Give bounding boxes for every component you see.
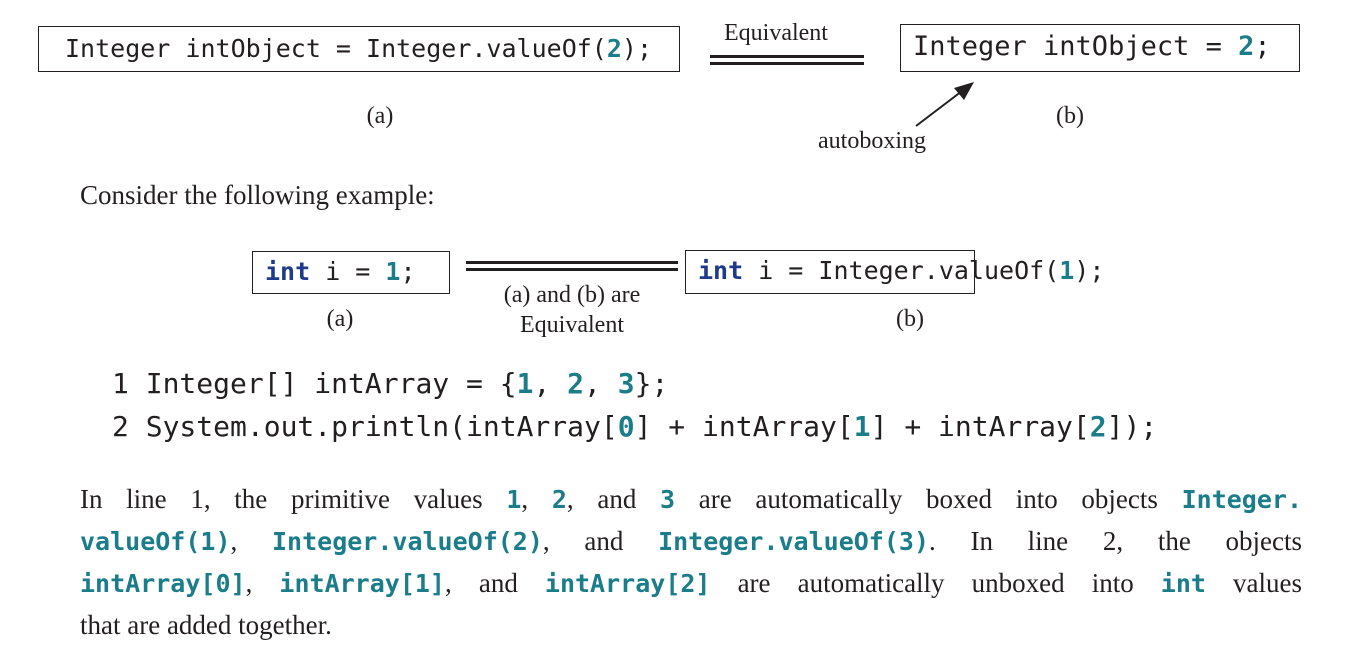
code-line-2: 2 System.out.println(intArray[0] + intAr…	[112, 410, 1158, 443]
equivalent-label-middle-1: (a) and (b) are	[503, 282, 641, 308]
code-line-1: 1 Integer[] intArray = {1, 2, 3};	[112, 367, 669, 400]
code-box-a-top: Integer intObject = Integer.valueOf(2);	[38, 26, 680, 72]
explanation-line-4: that are added together.	[80, 610, 332, 640]
equivalent-label-middle-2: Equivalent	[520, 312, 624, 338]
intro-text: Consider the following example:	[80, 180, 435, 210]
caption-b-top: (b)	[1056, 103, 1084, 129]
equivalent-label: Equivalent	[724, 20, 828, 46]
code-box-b-top-text: Integer intObject = 2;	[913, 31, 1271, 62]
equivalence-double-line-top	[710, 55, 864, 65]
explanation-line-1: In line 1, the primitive values 1, 2, an…	[80, 484, 1303, 514]
caption-a-top: (a)	[366, 103, 394, 129]
autoboxing-label: autoboxing	[818, 128, 926, 154]
code-box-a-middle-text: int i = 1;	[265, 257, 416, 286]
code-box-a-top-text: Integer intObject = Integer.valueOf(2);	[65, 34, 653, 63]
line-number: 1	[112, 367, 129, 400]
explanation-line-2: valueOf(1), Integer.valueOf(2), and Inte…	[80, 526, 1303, 556]
code-box-b-middle-text: int i = Integer.valueOf(1);	[698, 256, 1105, 285]
explanation-line-3: intArray[0], intArray[1], and intArray[2…	[80, 568, 1303, 598]
code-box-b-top: Integer intObject = 2;	[900, 24, 1300, 72]
autoboxing-arrow-icon	[915, 82, 974, 127]
equivalence-double-line-middle	[466, 261, 678, 271]
line-number: 2	[112, 410, 129, 443]
code-box-a-middle: int i = 1;	[252, 251, 450, 294]
caption-b-middle: (b)	[896, 306, 924, 332]
code-box-b-middle: int i = Integer.valueOf(1);	[685, 250, 1104, 294]
caption-a-middle: (a)	[326, 306, 354, 332]
